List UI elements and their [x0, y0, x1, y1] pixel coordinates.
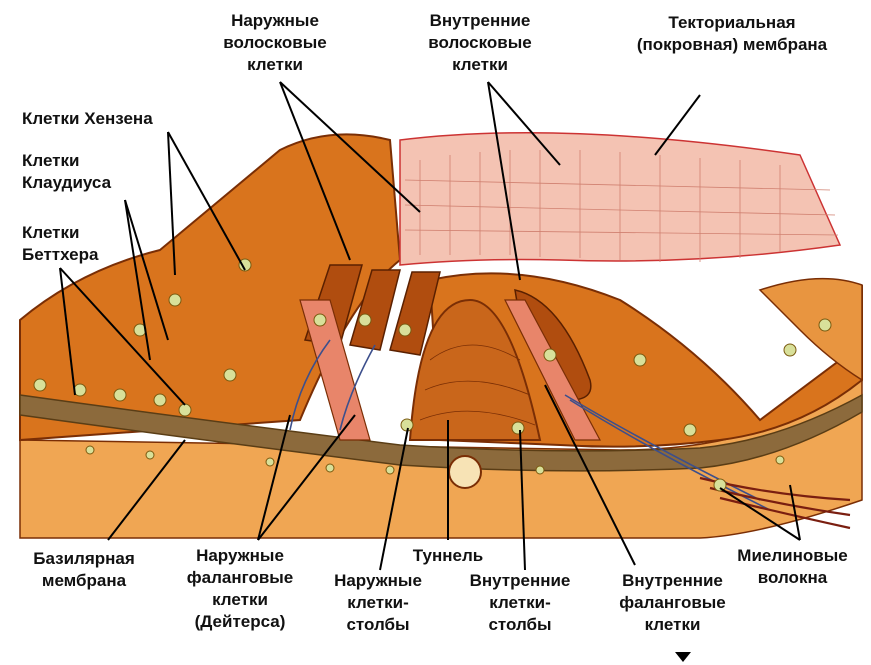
limbus-tissue: [758, 277, 863, 382]
label-tectorial-membrane: Текториальная (покровная) мембрана: [636, 13, 828, 54]
label-tunnel: Туннель: [412, 546, 484, 565]
tunnel-of-corti: [408, 298, 542, 441]
label-claudius-cells: Клетки Клаудиуса: [22, 151, 112, 192]
label-myelin-fibers: Миелиновые волокна: [737, 546, 848, 587]
label-outer-hair-cells: Наружные волосковые клетки: [223, 11, 327, 74]
outer-cell-mass: [19, 133, 402, 442]
pillar-cells: [299, 299, 602, 441]
label-outer-pillar-cells: Наружные клетки- столбы: [334, 571, 422, 634]
tunnel-lines: [419, 344, 536, 426]
tectorial-pattern: [404, 150, 839, 262]
leader-lines: [59, 81, 801, 571]
label-inner-phalangeal-cells: Внутренние фаланговые клетки: [619, 571, 726, 634]
label-inner-pillar-cells: Внутренние клетки- столбы: [469, 571, 571, 634]
label-inner-hair-cells: Внутренние волосковые клетки: [428, 11, 532, 74]
basilar-membrane-band: [19, 393, 863, 472]
label-hensen-cells: Клетки Хензена: [22, 109, 153, 128]
label-basilar-membrane: Базилярная мембрана: [33, 549, 135, 590]
label-boettcher-cells: Клетки Беттхера: [22, 223, 99, 264]
cell-nuclei: [33, 258, 832, 492]
spiral-vessel: [448, 455, 482, 489]
caret-down-icon: [675, 652, 691, 662]
label-outer-phalangeal-cells: Наружные фаланговые клетки (Дейтерса): [186, 546, 294, 631]
